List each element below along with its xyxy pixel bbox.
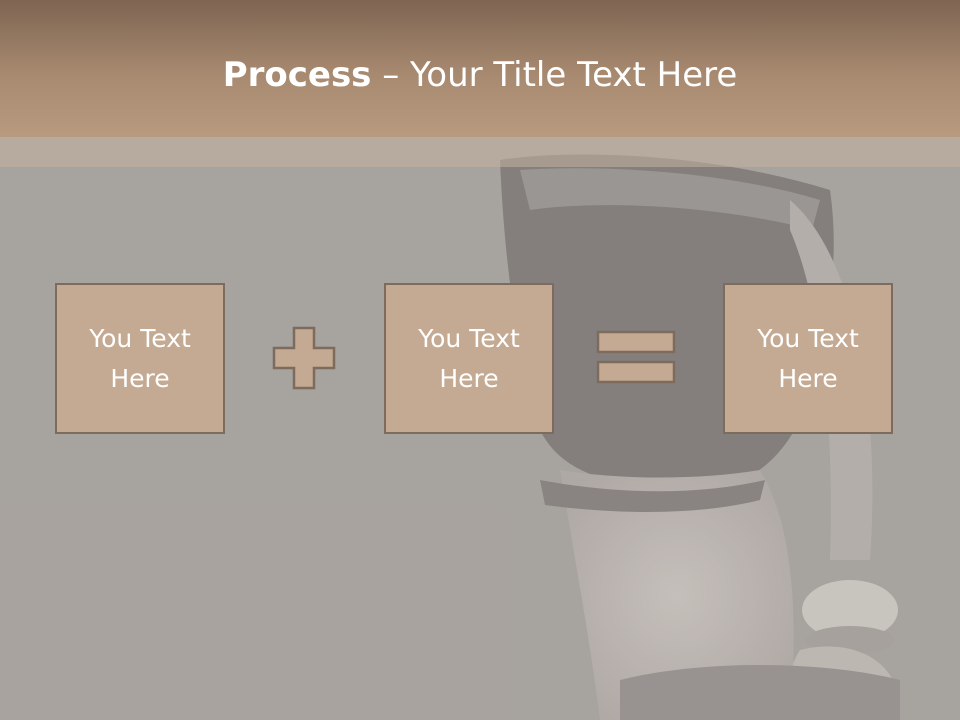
slide-title-rest: – Your Title Text Here (371, 55, 738, 95)
text-box-3-label: You Text Here (757, 323, 859, 393)
text-box-2: You Text Here (384, 283, 554, 434)
plus-icon (272, 326, 336, 390)
title-strip (0, 137, 960, 167)
text-box-1: You Text Here (55, 283, 225, 434)
slide-title: Process – Your Title Text Here (0, 52, 960, 98)
text-box-2-label: You Text Here (418, 323, 520, 393)
equals-icon (596, 330, 676, 384)
text-box-1-label: You Text Here (89, 323, 191, 393)
slide-title-bold: Process (222, 55, 372, 95)
text-box-3: You Text Here (723, 283, 893, 434)
title-bar (0, 0, 960, 137)
